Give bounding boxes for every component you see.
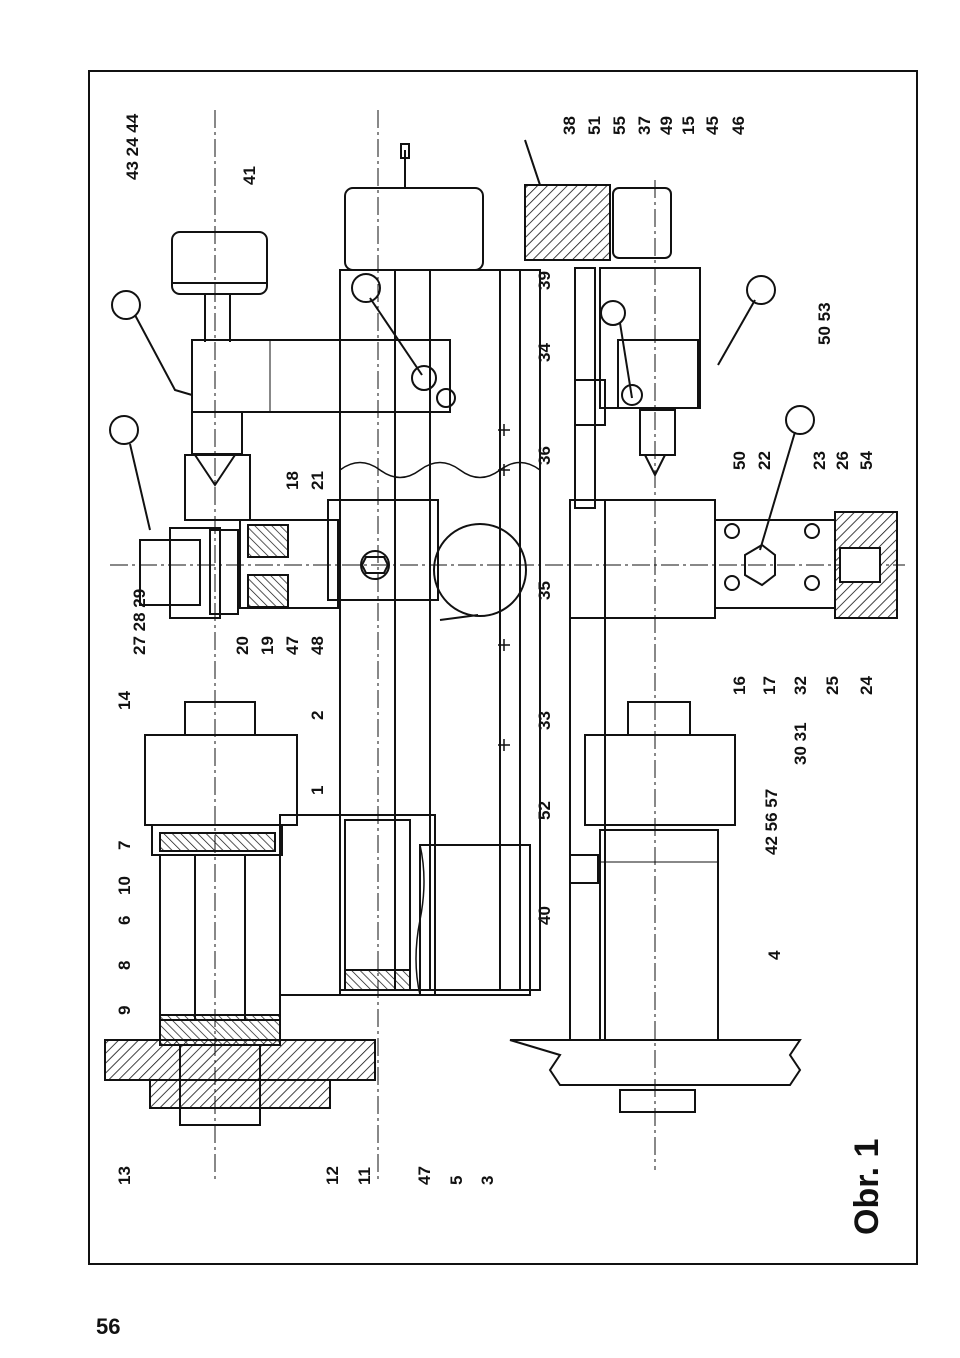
part-label: 48 [308,636,327,655]
part-label: 52 [535,801,554,820]
part-label: 24 [857,676,876,695]
part-label: 36 [535,446,554,465]
part-label: 55 [610,116,629,135]
part-label: 54 [857,451,876,470]
part-label: 34 [535,343,554,362]
part-label: 8 [115,961,134,970]
part-label: 30 31 [791,722,810,765]
part-label: 18 [283,471,302,490]
part-label: 6 [115,916,134,925]
part-label: 23 [810,451,829,470]
part-label: 15 [679,116,698,135]
part-label: 50 [730,451,749,470]
part-label: 19 [258,636,277,655]
part-label: 27 28 29 [130,589,149,655]
part-label: 21 [308,471,327,490]
part-label: 37 [635,116,654,135]
part-label: 9 [115,1006,134,1015]
part-label: 33 [535,711,554,730]
part-label: 46 [729,116,748,135]
figure-caption: Obr. 1 [848,1139,886,1235]
part-label: 40 [535,906,554,925]
part-label: 16 [730,676,749,695]
part-label: 1 [308,786,327,795]
part-label: 45 [703,116,722,135]
part-label: 32 [791,676,810,695]
part-label: 47 [283,636,302,655]
part-label: 10 [115,876,134,895]
part-label: 26 [833,451,852,470]
part-label: 4 [765,950,784,960]
part-label: 13 [115,1166,134,1185]
part-label: 42 56 57 [762,789,781,855]
part-label: 17 [760,676,779,695]
part-label: 47 [415,1166,434,1185]
part-label: 35 [535,581,554,600]
part-label: 5 [447,1176,466,1185]
part-label: 39 [535,271,554,290]
part-label: 2 [308,711,327,720]
part-label: 51 [585,116,604,135]
drawing-frame [88,70,918,1265]
part-label: 22 [755,451,774,470]
part-label: 14 [115,691,134,710]
part-label: 38 [560,116,579,135]
part-label: 7 [115,841,134,850]
part-label: 41 [240,166,259,185]
part-label: 43 24 44 [123,113,142,180]
page-number: 56 [96,1314,121,1339]
part-label: 25 [823,676,842,695]
part-label: 50 53 [815,302,834,345]
part-label: 12 [323,1166,342,1185]
part-label: 3 [478,1176,497,1185]
part-label: 49 [657,116,676,135]
part-label: 20 [233,636,252,655]
part-label: 11 [355,1167,374,1185]
